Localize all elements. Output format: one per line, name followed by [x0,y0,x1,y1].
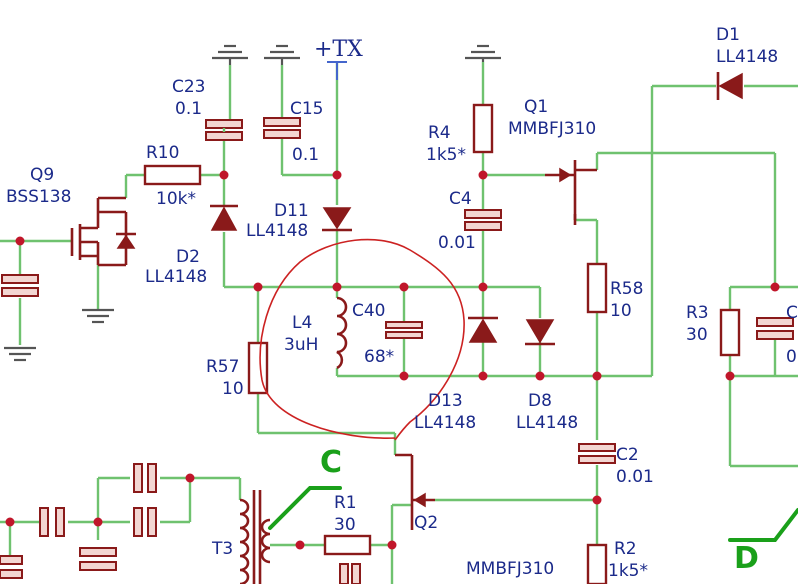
label-d2-type: LL4148 [145,267,207,287]
label-c-right-value: 0 [786,347,797,367]
label-r57: R57 [206,357,239,377]
annotation-d: D [734,541,759,576]
label-r57-value: 10 [222,379,244,399]
capacitors [0,117,794,584]
capacitor-bl-4 [79,547,117,571]
resistor-r1 [323,534,372,556]
label-t3: T3 [211,539,233,559]
diode-d8 [525,319,555,346]
label-r3: R3 [686,303,709,323]
resistor-r3 [719,308,741,357]
label-q1: Q1 [524,97,548,117]
label-c40-value: 68* [364,347,394,367]
label-c2-value: 0.01 [616,467,654,487]
label-r2-value: 1k5* [608,561,648,581]
capacitor-r1-bottom [339,563,361,584]
label-q9-type: BSS138 [6,187,71,207]
ground-icon [82,308,114,324]
capacitor-c4 [464,209,502,231]
label-q2: Q2 [414,513,438,533]
label-c-right: C [786,303,798,323]
label-d2: D2 [176,247,200,267]
label-c2: C2 [616,445,639,465]
label-d13: D13 [428,391,463,411]
label-d1-type: LL4148 [716,47,778,67]
diode-d11 [322,207,352,232]
diode-d2 [210,204,238,231]
labels: C23 0.1 C15 0.1 +TX R10 10k* Q9 BSS138 D… [6,25,798,581]
label-r10-value: 10k* [156,189,196,209]
resistors [143,103,741,584]
transistor-q2 [395,453,435,530]
transformer-t3 [239,490,271,584]
label-c4: C4 [449,189,472,209]
label-c15-value: 0.1 [292,145,319,165]
transistor-q9 [70,196,136,267]
label-c4-value: 0.01 [438,233,476,253]
label-r4-value: 1k5* [426,145,466,165]
capacitor-c15 [263,117,301,139]
ground-symbols [4,44,501,362]
diode-d13 [468,316,498,343]
label-r1-value: 30 [334,515,356,535]
capacitor-c2 [578,443,616,464]
ground-icon [264,44,300,65]
capacitor-bl-1 [39,507,65,537]
label-q1-type: MMBFJ310 [508,119,596,139]
label-d1: D1 [716,25,740,45]
transistor-q1 [545,160,597,225]
resistor-r2 [586,543,608,584]
label-r2: R2 [614,539,637,559]
label-r58-value: 10 [610,301,632,321]
diode-d1 [716,72,743,100]
label-c23-value: 0.1 [175,99,202,119]
resistor-r58 [586,262,608,314]
label-r1: R1 [334,493,357,513]
ground-icon [465,44,501,62]
label-r58: R58 [610,279,643,299]
label-r10: R10 [146,143,179,163]
label-d13-type: LL4148 [414,413,476,433]
label-r3-value: 30 [686,325,708,345]
resistor-r4 [472,103,494,154]
capacitor-bl-3 [133,507,157,537]
capacitor-bl-5 [0,555,23,579]
label-l4: L4 [292,313,312,333]
label-c23: C23 [172,77,206,97]
label-c15: C15 [290,99,324,119]
junctions [5,170,780,550]
ground-icon [212,44,248,65]
label-d8: D8 [528,391,552,411]
capacitor-c40 [385,321,423,339]
label-c40: C40 [352,301,386,321]
inductor-l4 [336,296,348,370]
label-d11-type: LL4148 [246,221,308,241]
label-d8-type: LL4148 [516,413,578,433]
capacitor-bl-2 [133,463,157,493]
ground-icon [4,346,36,362]
capacitor-c23 [205,119,243,141]
label-l4-value: 3uH [284,335,318,355]
capacitor-right [756,317,794,340]
capacitor-q9-input [1,274,39,297]
label-d11: D11 [274,201,309,221]
annotation-c-arrow [268,486,342,530]
label-tx: +TX [314,37,363,62]
label-q9: Q9 [30,165,54,185]
resistor-r10 [143,164,202,186]
label-q2-type: MMBFJ310 [466,559,554,579]
label-r4: R4 [428,123,451,143]
supply-icon [327,61,347,80]
hand-drawn-outline [259,238,465,441]
diodes [210,72,743,346]
annotation-d-arrow [728,508,798,542]
annotation-c: C [320,445,342,480]
